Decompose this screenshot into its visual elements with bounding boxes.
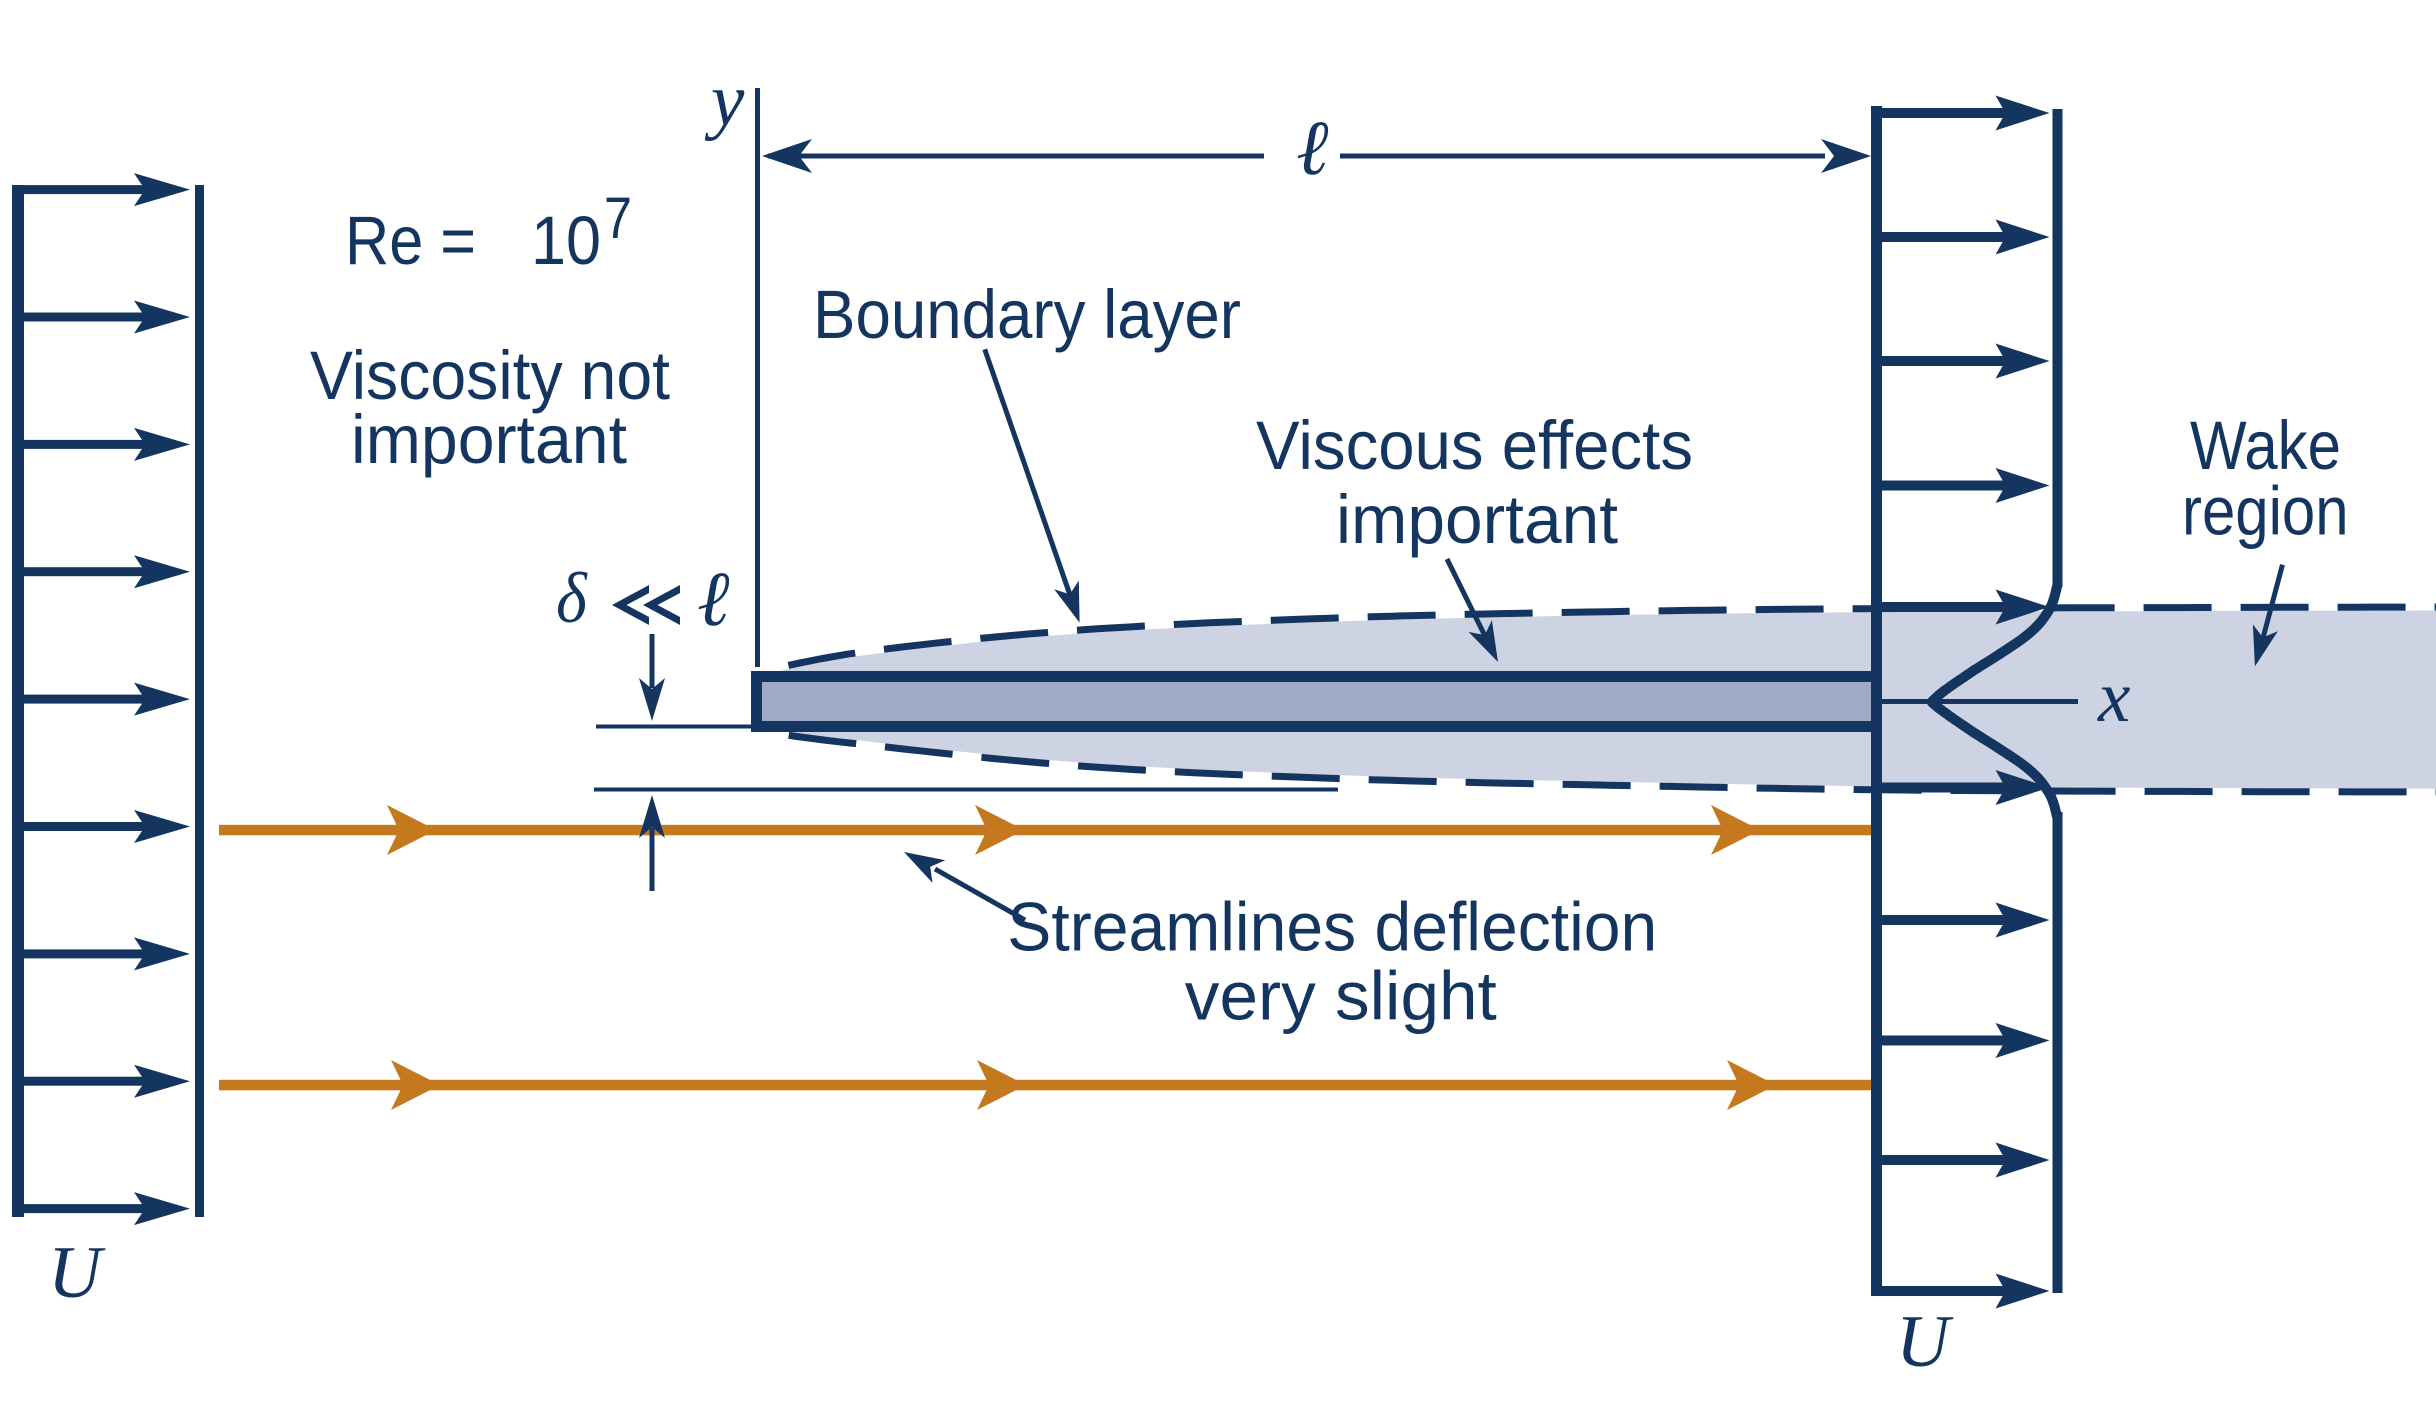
svg-text:Viscosity not: Viscosity not	[310, 337, 670, 414]
svg-text:important: important	[351, 401, 627, 478]
svg-text:important: important	[1336, 481, 1618, 558]
svg-text:Viscous effects: Viscous effects	[1256, 407, 1693, 484]
svg-text:Streamlines deflection: Streamlines deflection	[1007, 889, 1657, 966]
svg-text:ℓ: ℓ	[697, 555, 730, 642]
svg-text:U: U	[1896, 1301, 1954, 1383]
svg-text:δ: δ	[556, 557, 589, 637]
svg-text:7: 7	[604, 186, 632, 251]
svg-text:Boundary layer: Boundary layer	[813, 276, 1241, 353]
svg-text:very slight: very slight	[1185, 958, 1497, 1035]
svg-text:Re =: Re =	[345, 202, 476, 279]
svg-text:x: x	[2097, 656, 2130, 737]
svg-text:U: U	[48, 1232, 106, 1314]
svg-text:region: region	[2182, 473, 2349, 550]
svg-text:10: 10	[531, 202, 601, 279]
svg-text:ℓ: ℓ	[1296, 104, 1329, 191]
svg-text:Wake: Wake	[2190, 407, 2341, 484]
svg-text:y: y	[704, 59, 745, 142]
